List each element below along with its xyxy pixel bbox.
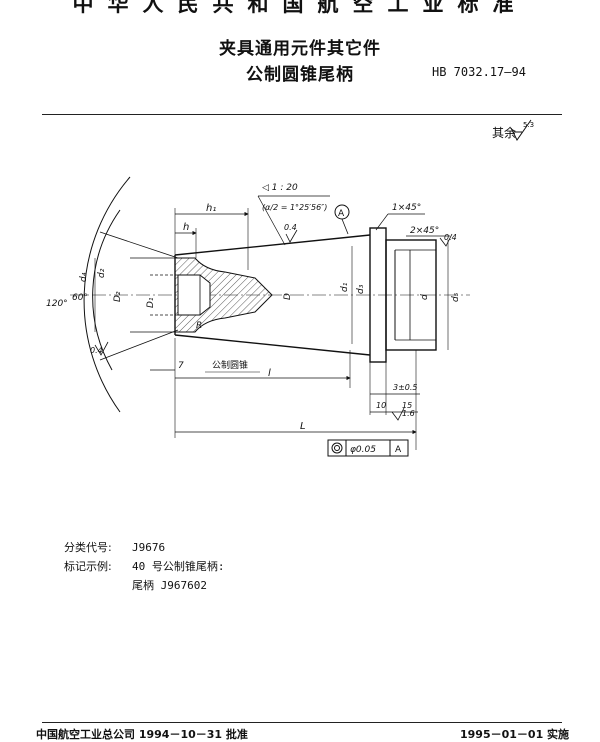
footer-effective: 1995－01－01 实施	[460, 728, 570, 741]
dim-10: 10	[376, 401, 386, 410]
standard-code: HB 7032.17—94	[432, 65, 526, 79]
example-line-2: 尾柄 J967602	[132, 579, 207, 592]
label-D2: D₂	[113, 291, 123, 302]
surface-note-label: 其余	[492, 126, 517, 140]
label-d1: d₁	[340, 282, 350, 292]
dim-3: 3±0.5	[393, 383, 418, 392]
taper-top-edge	[174, 234, 371, 256]
roughness-b: 0.4	[90, 346, 103, 355]
class-code-value: J9676	[132, 541, 166, 554]
label-d: d	[420, 294, 430, 300]
roughness-value: 5.3	[523, 121, 534, 129]
angle-60-label: 60°	[72, 293, 88, 303]
angle-arc-outer	[83, 176, 131, 413]
class-code-label: 分类代号:	[64, 541, 112, 554]
taper-bottom-edge	[174, 334, 371, 356]
document-subtitle: 公制圆锥尾柄	[246, 65, 354, 85]
roughness-c: 0.4	[444, 233, 457, 242]
footer-divider	[42, 722, 562, 723]
angle-arc-inner	[92, 209, 121, 371]
header-divider	[42, 114, 562, 115]
label-d3: d₃	[356, 284, 366, 294]
document-title: 夹具通用元件其它件	[219, 39, 381, 59]
example-label: 标记示例:	[64, 560, 112, 573]
label-h1: h₁	[206, 203, 216, 214]
tolerance-frame	[327, 439, 409, 457]
concentricity-icon	[331, 442, 343, 454]
chamfer-2: 2×45°	[410, 226, 439, 236]
label-h: h	[183, 222, 189, 233]
taper-angle: (α/2 = 1°25′56″)	[262, 203, 327, 212]
example-row: 标记示例: 40 号公制锥尾柄:	[64, 558, 225, 574]
shaft-end	[385, 239, 437, 351]
roughness-mark-cone-icon	[94, 341, 109, 356]
standard-title: 中华人民共和国航空工业标准	[72, 0, 528, 16]
class-code-row: 分类代号: J9676	[64, 539, 165, 555]
dim-15: 15	[402, 401, 412, 410]
roughness-symbol-icon: 5.3	[510, 119, 534, 141]
example-line-1: 40 号公制锥尾柄:	[132, 560, 225, 573]
datum-label: A	[338, 209, 345, 219]
label-7: 7	[178, 361, 184, 371]
label-d2: d₂	[97, 268, 107, 278]
footer-approval: 中国航空工业总公司 1994－10－31 批准	[36, 728, 248, 741]
label-D: D	[283, 293, 293, 300]
roughness-mark-taper-icon	[285, 229, 298, 243]
label-d4: d₄	[79, 272, 89, 282]
label-R: R	[196, 321, 202, 331]
tolerance-datum: A	[395, 445, 402, 455]
label-l: l	[268, 368, 271, 379]
label-D1: D₁	[146, 297, 156, 308]
roughness-a: 0.4	[284, 223, 297, 232]
label-d5: d₅	[451, 292, 461, 302]
tolerance-value: φ0.05	[350, 445, 376, 455]
angle-120-label: 120°	[46, 299, 68, 309]
metric-taper-label: 公制圆锥	[212, 359, 248, 371]
roughness-mark-end-icon	[439, 233, 453, 247]
label-L: L	[300, 421, 306, 432]
roughness-d: 1.6	[402, 409, 415, 418]
taper-ratio: ◁ 1 : 20	[262, 183, 298, 193]
chamfer-1: 1×45°	[392, 203, 421, 213]
technical-drawing: 120° 60° h₁ h ◁ 1 : 20 (α/2 = 1°25′56″) …	[46, 176, 470, 457]
